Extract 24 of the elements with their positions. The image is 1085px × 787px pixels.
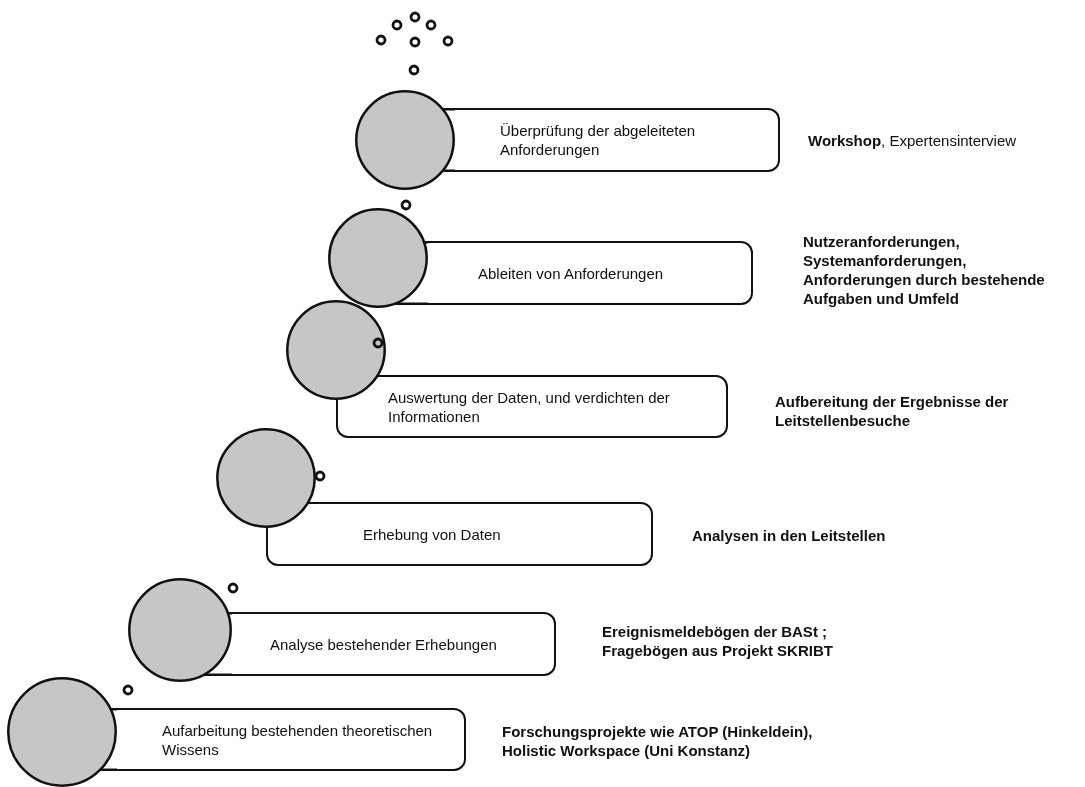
method-note: Nutzeranforderungen, Systemanforderungen, Anforderungen durch bestehende Aufgaben und Umfeld xyxy=(803,232,1046,308)
step-box xyxy=(428,241,753,305)
step-label: Analyse bestehender Erhebungen xyxy=(270,634,497,654)
method-note: Workshop, Expertensinterview xyxy=(808,131,1018,150)
step-label: Aufarbeitung bestehenden theoretischen Wissens xyxy=(162,720,434,759)
step-box xyxy=(455,108,780,172)
step-circle xyxy=(328,208,428,308)
step-circle xyxy=(216,428,316,528)
step-circle xyxy=(286,300,386,400)
step-box xyxy=(266,502,653,566)
step-box xyxy=(117,708,466,771)
step-circle xyxy=(355,90,455,190)
step-box xyxy=(232,612,556,676)
step-circle xyxy=(7,677,117,787)
step-label: Ableiten von Anforderungen xyxy=(478,263,664,283)
step-label: Erhebung von Daten xyxy=(363,524,501,544)
step-label: Auswertung der Daten, und verdichten der Informationen xyxy=(388,387,671,426)
step-box xyxy=(336,375,728,438)
method-note: Analysen in den Leitstellen xyxy=(692,526,887,545)
step-circle xyxy=(128,578,232,682)
step-label: Überprüfung der abgeleiteten Anforderungen xyxy=(500,121,697,159)
method-note: Aufbereitung der Ergebnisse der Leitstellenbesuche xyxy=(775,392,1010,430)
method-note: Forschungsprojekte wie ATOP (Hinkeldein), Holistic Workspace (Uni Konstanz) xyxy=(502,722,814,760)
method-note: Ereignismeldebögen der BASt ; Fragebögen aus Projekt SKRIBT xyxy=(602,622,834,660)
